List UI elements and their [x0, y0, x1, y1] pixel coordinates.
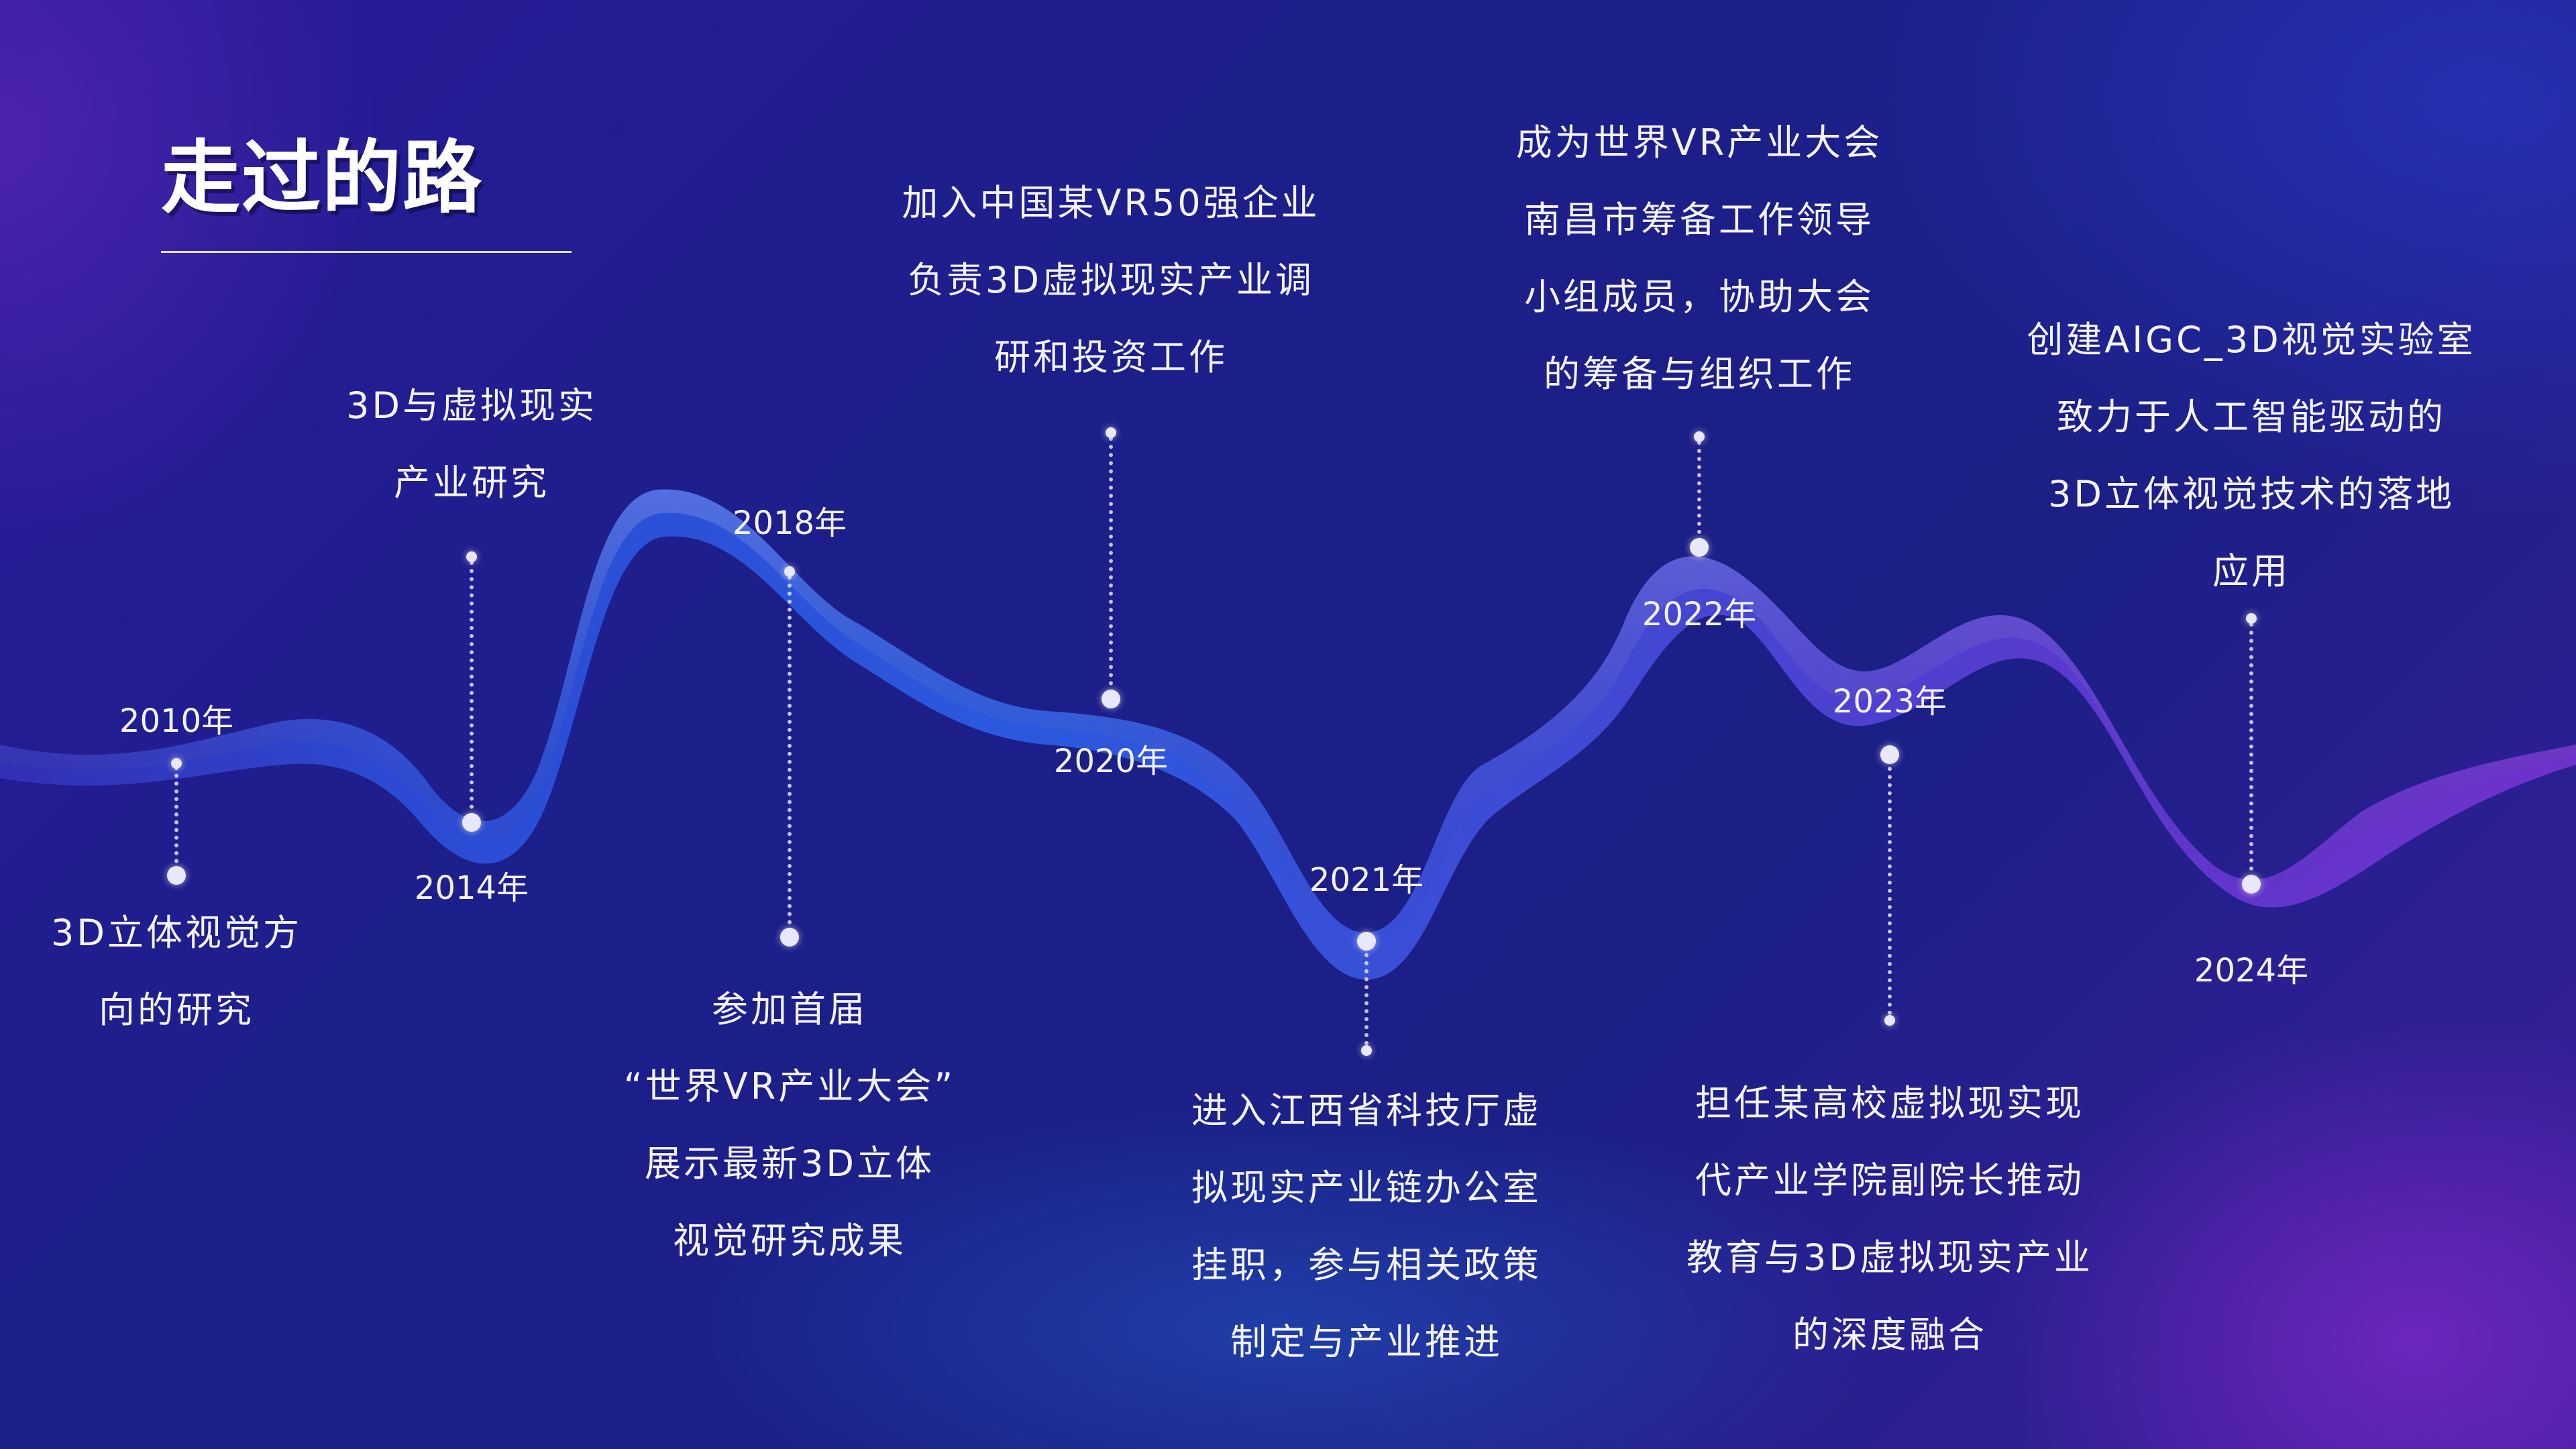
milestone-node — [167, 866, 186, 885]
milestone-node — [784, 566, 795, 577]
milestone-description-line: 成为世界VR产业大会 — [1515, 121, 1883, 164]
milestone-node — [1690, 538, 1709, 557]
milestone-node — [171, 758, 182, 769]
milestone-description-line: 创建AIGC_3D视觉实验室 — [2027, 319, 2476, 361]
milestone-connector — [470, 561, 474, 817]
milestone-description-line: 小组成员，协助大会 — [1524, 276, 1874, 318]
milestone-description-line: 产业研究 — [394, 462, 549, 504]
milestone-description-line: 3D立体视觉方 — [51, 912, 302, 954]
milestone-description-line: 应用 — [2212, 550, 2290, 592]
wave-ribbon-highlight — [0, 489, 2576, 957]
milestone-year: 2020年 — [1053, 743, 1169, 780]
milestone-year: 2010年 — [119, 702, 234, 740]
milestone-node — [1880, 745, 1899, 764]
milestone-year: 2021年 — [1309, 861, 1424, 899]
milestone-description-line: 教育与3D虚拟现实产业 — [1686, 1236, 2093, 1279]
milestone-connector — [1109, 437, 1113, 694]
milestone-connector — [788, 576, 792, 932]
milestone-description-line: 的深度融合 — [1792, 1313, 1987, 1356]
title-underline — [161, 251, 572, 253]
milestone-description-line: 3D立体视觉技术的落地 — [2048, 473, 2455, 515]
milestone-node — [1361, 1045, 1372, 1056]
milestone-node — [1694, 431, 1705, 442]
milestone-year: 2023年 — [1832, 683, 1947, 720]
milestone-description: 参加首届 “世界VR产业大会” 展示最新3D立体视觉研究成果 — [555, 971, 1024, 1279]
milestone-description-line: 致力于人工智能驱动的 — [2057, 396, 2446, 438]
milestone-description-line: 加入中国某VR50强企业 — [902, 182, 1320, 224]
milestone-node — [1357, 932, 1376, 951]
milestone-description-line: 的筹备与组织工作 — [1544, 353, 1855, 395]
milestone-connector — [2249, 623, 2253, 879]
milestone-year: 2014年 — [414, 869, 529, 907]
milestone-year: 2022年 — [1642, 596, 1757, 633]
milestone-description-line: 制定与产业推进 — [1230, 1321, 1503, 1363]
milestone-description-line: 南昌市筹备工作领导 — [1524, 199, 1874, 241]
milestone-description: 进入江西省科技厅虚拟现实产业链办公室挂职，参与相关政策制定与产业推进 — [1132, 1072, 1601, 1381]
milestone-description-line: 进入江西省科技厅虚 — [1191, 1089, 1542, 1132]
milestone-node — [2242, 875, 2261, 894]
milestone-connector — [1888, 759, 1892, 1015]
milestone-connector — [1364, 945, 1368, 1045]
milestone-node — [1106, 427, 1116, 438]
page-title: 走过的路 — [161, 131, 484, 224]
milestone-year: 2024年 — [2194, 952, 2309, 989]
milestone-node — [1102, 690, 1120, 708]
milestone-description-line: 负责3D虚拟现实产业调 — [908, 259, 1314, 301]
milestone-description-line: 参加首届 — [712, 988, 867, 1030]
milestone-node — [466, 551, 477, 562]
milestone-description-line: 挂职，参与相关政策 — [1191, 1244, 1542, 1286]
milestone-description-line: 3D与虚拟现实 — [346, 384, 597, 427]
milestone-description-line: 向的研究 — [99, 989, 254, 1031]
milestone-description-line: 视觉研究成果 — [673, 1220, 906, 1262]
milestone-description: 加入中国某VR50强企业负责3D虚拟现实产业调研和投资工作 — [876, 164, 1346, 396]
milestone-node — [780, 928, 799, 947]
milestone-description-line: 代产业学院副院长推动 — [1695, 1159, 2084, 1201]
milestone-description: 3D立体视觉方向的研究 — [0, 894, 411, 1049]
milestone-node — [462, 813, 481, 832]
milestone-description-line: “世界VR产业大会” — [623, 1065, 956, 1108]
milestone-year: 2018年 — [732, 504, 847, 542]
milestone-description-line: 展示最新3D立体 — [645, 1142, 934, 1185]
milestone-description-line: 研和投资工作 — [994, 336, 1228, 378]
milestone-description: 成为世界VR产业大会南昌市筹备工作领导小组成员，协助大会的筹备与组织工作 — [1464, 104, 1934, 413]
milestone-description: 创建AIGC_3D视觉实验室致力于人工智能驱动的 3D立体视觉技术的落地应用 — [2017, 301, 2486, 610]
milestone-description-line: 担任某高校虚拟现实现 — [1695, 1082, 2084, 1124]
milestone-connector — [1697, 441, 1701, 542]
milestone-node — [1884, 1015, 1895, 1026]
milestone-connector — [174, 766, 178, 871]
wave-ribbon-body — [0, 489, 2576, 980]
milestone-description-line: 拟现实产业链办公室 — [1191, 1167, 1542, 1209]
milestone-description: 3D与虚拟现实产业研究 — [237, 367, 706, 521]
milestone-node — [2246, 613, 2257, 624]
milestone-description: 担任某高校虚拟现实现代产业学院副院长推动教育与3D虚拟现实产业的深度融合 — [1655, 1065, 2125, 1373]
